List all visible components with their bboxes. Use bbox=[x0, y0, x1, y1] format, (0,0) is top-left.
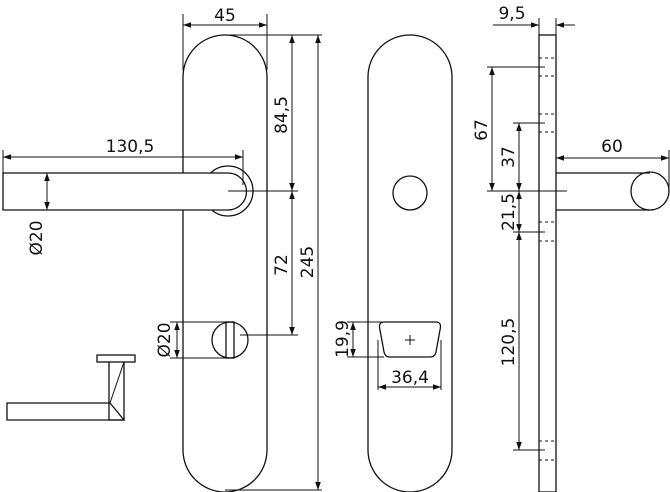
backplate-middle bbox=[367, 34, 453, 492]
back-view-plate: 19,9 36,4 bbox=[333, 34, 453, 492]
dim-plate-width: 45 bbox=[214, 6, 236, 26]
spindle-hole bbox=[392, 175, 428, 211]
dim-plate-height: 245 bbox=[298, 246, 318, 278]
dim-upper-height: 84,5 bbox=[272, 96, 292, 134]
lever-handle bbox=[2, 172, 248, 211]
plate-side bbox=[538, 34, 557, 492]
dim-offset-120-5: 120,5 bbox=[499, 318, 519, 367]
dim-lever-diameter: Ø20 bbox=[27, 220, 47, 255]
dim-offset-21-5: 21,5 bbox=[499, 193, 519, 231]
dim-lever-projection: 60 bbox=[601, 137, 623, 157]
thumb-turn-slot bbox=[225, 321, 235, 359]
lever-side-view bbox=[6, 354, 136, 421]
dim-plate-thickness: 9,5 bbox=[498, 4, 525, 24]
dim-slot-width: 36,4 bbox=[391, 368, 429, 388]
screw-holes-hidden bbox=[539, 57, 556, 461]
backplate-left bbox=[182, 34, 268, 492]
emergency-release-slot bbox=[378, 321, 442, 358]
dim-lever-length: 130,5 bbox=[106, 137, 155, 157]
dim-knob-diameter: Ø20 bbox=[155, 322, 175, 357]
dim-lower-height: 72 bbox=[272, 254, 292, 276]
dim-offset-67: 67 bbox=[472, 119, 492, 141]
dim-slot-height: 19,9 bbox=[333, 320, 353, 358]
thumb-turn bbox=[211, 321, 249, 359]
dim-offset-37: 37 bbox=[499, 146, 519, 168]
side-view: 9,5 60 67 37 21,5 120,5 bbox=[472, 4, 670, 492]
lever-end bbox=[630, 171, 670, 211]
front-view-lever: 45 84,5 72 245 130,5 Ø20 Ø20 bbox=[2, 6, 322, 492]
lever-side bbox=[556, 172, 650, 211]
